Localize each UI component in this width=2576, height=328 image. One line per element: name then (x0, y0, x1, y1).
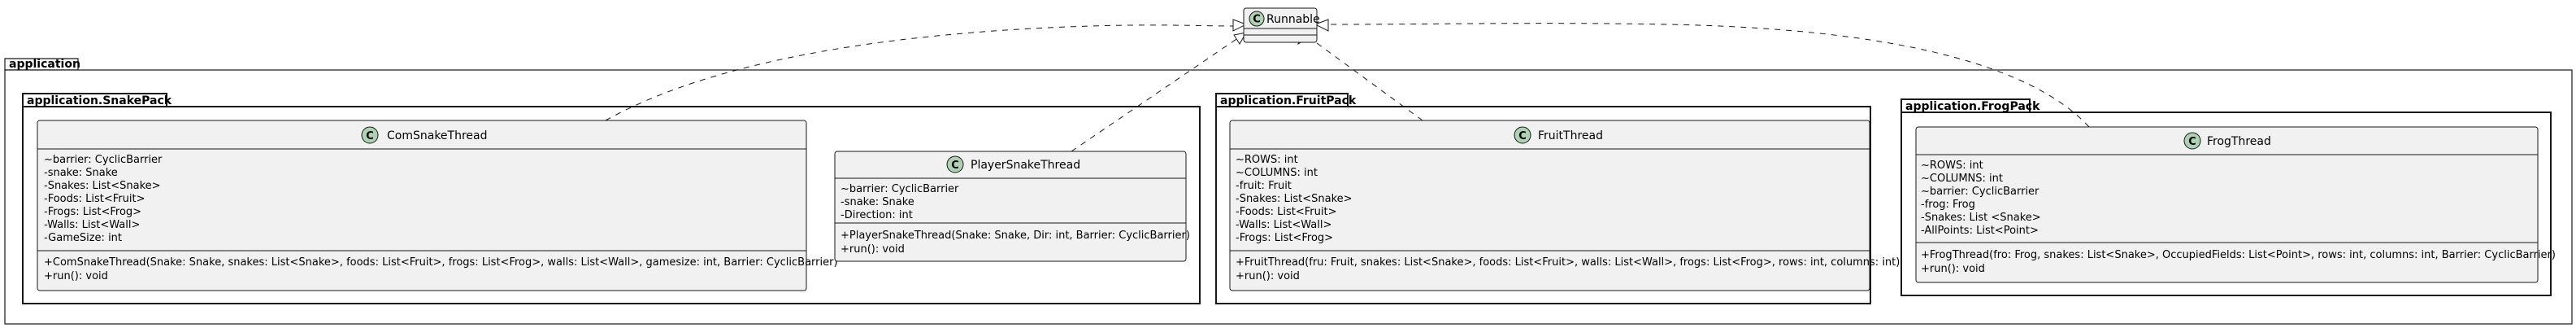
class-field: -Foods: List<Fruit> (44, 193, 145, 205)
class-field: ~barrier: CyclicBarrier (841, 183, 959, 195)
class-field: -Snakes: List<Snake> (1236, 193, 1353, 205)
class-runnable: C Runnable (1243, 7, 1320, 43)
edge-fruit-to-runnable (1304, 33, 1423, 121)
package-frogpack-label: application.FrogPack (1905, 100, 2040, 113)
class-field: -fruit: Fruit (1236, 180, 1292, 192)
class-stereotype-letter: C (951, 160, 959, 172)
class-method: +FrogThread(fro: Frog, snakes: List<Snak… (1921, 249, 2556, 261)
class-field: -Snakes: List<Snake> (44, 180, 161, 192)
class-field: ~COLUMNS: int (1921, 173, 2003, 185)
class-field: ~ROWS: int (1921, 160, 1983, 172)
class-field: ~barrier: CyclicBarrier (44, 154, 163, 166)
class-method: +PlayerSnakeThread(Snake: Snake, Dir: in… (841, 230, 1190, 242)
class-field: -Walls: List<Wall> (1236, 219, 1331, 231)
class-field: -snake: Snake (841, 196, 914, 208)
class-method: +run(): void (1236, 270, 1300, 282)
class-field: -AllPoints: List<Point> (1921, 225, 2039, 237)
edge-playersnake-to-runnable (1071, 33, 1245, 152)
class-method: +run(): void (44, 270, 108, 282)
class-field: -GameSize: int (44, 232, 122, 244)
class-field: -frog: Frog (1921, 199, 1975, 211)
class-field: ~ROWS: int (1236, 154, 1298, 166)
edge-frog-to-runnable (1327, 23, 2090, 128)
arrowhead-playersnake (1233, 32, 1247, 45)
class-method: +run(): void (1921, 263, 1985, 275)
class-comsnakethread-name: ComSnakeThread (387, 129, 488, 142)
class-stereotype-letter: C (2188, 136, 2196, 148)
class-frogthread-name: FrogThread (2207, 135, 2271, 148)
class-method: +FruitThread(fru: Fruit, snakes: List<Sn… (1236, 256, 1900, 269)
class-field: -Direction: int (841, 209, 913, 221)
class-stereotype-icon (2183, 132, 2201, 150)
class-stereotype-icon (1514, 126, 1531, 144)
class-method: +ComSnakeThread(Snake: Snake, snakes: Li… (44, 256, 838, 269)
class-playersnakethread: C PlayerSnakeThread ~barrier: CyclicBarr… (834, 151, 1190, 262)
class-stereotype-letter: C (1253, 14, 1261, 26)
class-fruitthread: C FruitThread ~ROWS: int ~COLUMNS: int -… (1229, 120, 1900, 291)
class-stereotype-icon (946, 155, 964, 173)
package-fruitpack-label: application.FruitPack (1220, 94, 1357, 107)
class-field: ~COLUMNS: int (1236, 167, 1318, 179)
edge-comsnake-to-runnable (605, 24, 1236, 121)
arrowhead-comsnake (1232, 19, 1248, 32)
class-field: -snake: Snake (44, 167, 118, 179)
class-stereotype-letter: C (366, 130, 374, 142)
class-field: -Frogs: List<Frog> (1236, 232, 1333, 244)
class-stereotype-icon (361, 126, 379, 144)
class-stereotype-letter: C (1518, 130, 1527, 142)
class-fruitthread-box (1229, 120, 1870, 291)
class-comsnakethread-box (37, 120, 807, 291)
class-fruitthread-name: FruitThread (1538, 129, 1603, 142)
realization-arrowheads (1232, 19, 1329, 46)
class-comsnakethread: C ComSnakeThread ~barrier: CyclicBarrier… (37, 120, 838, 291)
class-frogthread-box (1915, 126, 2539, 283)
class-field: -Frogs: List<Frog> (44, 206, 141, 218)
class-field: -Snakes: List <Snake> (1921, 212, 2041, 224)
class-frogthread: C FrogThread ~ROWS: int ~COLUMNS: int ~b… (1915, 126, 2556, 283)
class-runnable-name: Runnable (1266, 13, 1320, 26)
arrowhead-frog (1314, 19, 1329, 32)
class-field: ~barrier: CyclicBarrier (1921, 186, 2040, 198)
class-stereotype-icon (1249, 11, 1265, 27)
realization-edges (605, 23, 2090, 152)
class-method: +run(): void (841, 243, 905, 256)
package-application-label: application (9, 58, 80, 71)
class-field: -Walls: List<Wall> (44, 219, 140, 231)
class-playersnakethread-name: PlayerSnakeThread (971, 159, 1080, 172)
package-snakepack-label: application.SnakePack (27, 94, 172, 107)
class-playersnakethread-box (834, 151, 1187, 262)
class-field: -Foods: List<Fruit> (1236, 206, 1336, 218)
